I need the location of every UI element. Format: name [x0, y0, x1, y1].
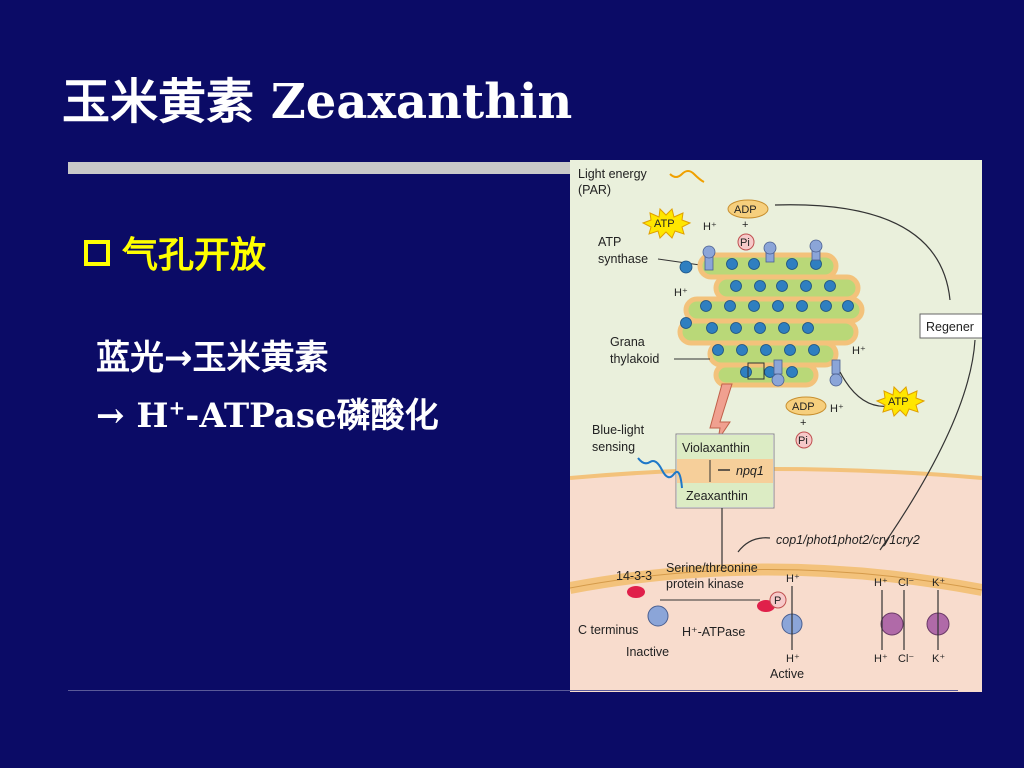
violaxanthin-label: Violaxanthin [682, 441, 750, 455]
h-plus-label-channel-bottom: H⁺ [874, 653, 888, 665]
npq1-band [677, 459, 773, 483]
atp-synthase-icons [702, 239, 843, 387]
zeaxanthin-band [677, 483, 773, 507]
cl-label-bottom: Cl⁻ [898, 653, 914, 665]
plasma-membrane-edge [570, 568, 982, 591]
adp-oval-bottom [785, 396, 827, 416]
zoom-box [747, 362, 765, 380]
regeneration-arrow-down [879, 339, 976, 551]
cl-label-top: Cl⁻ [898, 577, 914, 589]
adp-label-top: ADP [734, 204, 757, 216]
regeneration-box [919, 313, 982, 339]
h-plus-label-top: H⁺ [703, 221, 717, 233]
par-label: (PAR) [578, 183, 611, 197]
bullet-text: 气孔开放 [122, 235, 267, 276]
body-line-2: → H+-ATPase磷酸化 [96, 388, 439, 437]
blue-light-label-1: Blue-light [592, 423, 645, 437]
kinase-label-1: Serine/threonine [666, 561, 758, 575]
adp-label-bottom: ADP [792, 401, 815, 413]
light-energy-label: Light energy [578, 167, 648, 181]
pi-label-top: Pi [740, 237, 750, 249]
bottom-divider [68, 690, 958, 691]
plus-label-bottom: + [800, 417, 806, 429]
blue-light-wave-icon [637, 457, 683, 489]
protein-1433-icon [627, 586, 645, 598]
zoom-arrow [709, 383, 733, 441]
pi-label-bottom: Pi [798, 435, 808, 447]
h-plus-label-bottom: H⁺ [830, 403, 844, 415]
h-plus-label-kinase: H⁺ [786, 573, 800, 585]
thylakoid-protein-dots [679, 258, 854, 378]
h-atpase-inactive-icon [647, 605, 669, 627]
light-wave-icon [669, 170, 705, 183]
title-english: Zeaxanthin [270, 74, 573, 130]
plus-label-top: + [742, 219, 748, 231]
square-bullet-icon [84, 240, 110, 266]
cytoplasm-region [570, 469, 982, 692]
body-line-2-superscript: + [168, 395, 186, 420]
regeneration-label: Regener [926, 320, 974, 334]
npq1-label: npq1 [736, 464, 764, 478]
bullet-item: 气孔开放 [84, 226, 266, 278]
h-plus-label-outside: H⁺ [786, 653, 800, 665]
pi-circle-bottom [795, 431, 813, 449]
atp-synthase-label-2: synthase [598, 252, 648, 266]
k-label-top: K⁺ [932, 577, 945, 589]
atp-synthase-pointer [657, 258, 701, 266]
cl-channel-icon [880, 612, 904, 636]
adp-oval-top [727, 199, 769, 219]
title-chinese: 玉米黄素 [62, 74, 255, 130]
c-terminus-label: C terminus [578, 623, 638, 637]
atp-label-bottom: ATP [888, 396, 909, 408]
grana-label-1: Grana [610, 335, 645, 349]
slide-title: 玉米黄素 Zeaxanthin [62, 62, 572, 132]
pi-circle-top [737, 233, 755, 251]
grana-label-2: thylakoid [610, 352, 659, 366]
mutants-label: cop1/phot1phot2/cry1cry2 [776, 533, 920, 547]
inactive-label: Inactive [626, 645, 669, 659]
atp-synthase-label-1: ATP [598, 235, 621, 249]
blue-light-label-2: sensing [592, 440, 635, 454]
atp-label-top: ATP [654, 218, 675, 230]
pathway-diagram: Light energy (PAR) ATP H⁺ ADP + Pi ATP s… [570, 160, 982, 692]
k-label-bottom: K⁺ [932, 653, 945, 665]
zeaxanthin-pathway-figure: Light energy (PAR) ATP H⁺ ADP + Pi ATP s… [570, 160, 982, 692]
atp-star-icon-bottom [875, 385, 926, 417]
h-plus-label-right: H⁺ [852, 345, 866, 357]
phosphate-label: P [774, 595, 781, 607]
phosphate-icon [769, 591, 787, 609]
h-plus-label-channel-top: H⁺ [874, 577, 888, 589]
h-atpase-label: H⁺-ATPase [682, 625, 745, 639]
violaxanthin-band [677, 435, 773, 459]
body-line-2-prefix: → H [96, 396, 169, 436]
active-label: Active [770, 667, 804, 681]
mutant-pointer [737, 537, 771, 553]
zeaxanthin-label: Zeaxanthin [686, 489, 748, 503]
protein-1433-label: 14-3-3 [616, 569, 652, 583]
atp-star-icon-top [641, 207, 692, 239]
h-plus-label-left: H⁺ [674, 287, 688, 299]
body-line-2-suffix: -ATPase磷酸化 [185, 396, 439, 436]
body-line-1: 蓝光→玉米黄素 [96, 338, 329, 378]
regeneration-arrow [774, 204, 951, 301]
kinase-label-2: protein kinase [666, 577, 744, 591]
